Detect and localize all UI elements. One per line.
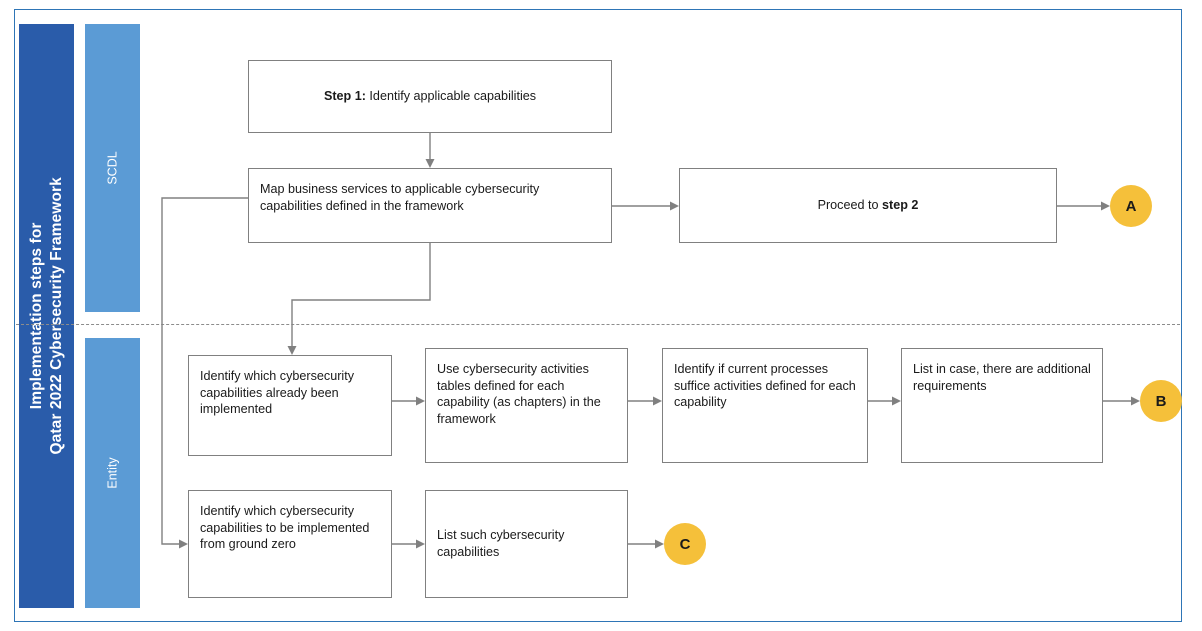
connector-circle-b[interactable]: B: [1140, 380, 1182, 422]
node-proceed-to-step-2[interactable]: Proceed to step 2: [679, 168, 1057, 243]
node-identify-ground-zero-text: Identify which cybersecurity capabilitie…: [200, 504, 370, 552]
diagram-title-line1: Implementation steps for: [27, 222, 45, 410]
node-list-additional-requirements-text: List in case, there are additional requi…: [913, 362, 1091, 393]
node-proceed-bold: step 2: [882, 198, 919, 213]
connector-circle-a[interactable]: A: [1110, 185, 1152, 227]
node-identify-implemented[interactable]: Identify which cybersecurity capabilitie…: [188, 355, 392, 456]
node-list-such-capabilities[interactable]: List such cybersecurity capabilities: [425, 490, 628, 598]
lane-bar-scdl: SCDL: [85, 24, 140, 312]
lane-divider: [16, 324, 1180, 325]
node-identify-processes-suffice-text: Identify if current processes suffice ac…: [674, 362, 856, 410]
node-identify-ground-zero[interactable]: Identify which cybersecurity capabilitie…: [188, 490, 392, 598]
node-map-business-services[interactable]: Map business services to applicable cybe…: [248, 168, 612, 243]
node-step-1-text: Step 1: Identify applicable capabilities: [324, 88, 536, 105]
connector-circle-c-label: C: [679, 535, 691, 553]
node-step-1-rest: Identify applicable capabilities: [365, 89, 537, 104]
lane-label-scdl: SCDL: [105, 151, 120, 185]
node-identify-implemented-text: Identify which cybersecurity capabilitie…: [200, 369, 354, 417]
node-use-activities-tables-text: Use cybersecurity activities tables defi…: [437, 362, 601, 426]
node-map-business-services-text: Map business services to applicable cybe…: [260, 182, 540, 213]
node-step-1-bold: Step 1:: [323, 89, 366, 104]
node-identify-processes-suffice[interactable]: Identify if current processes suffice ac…: [662, 348, 868, 463]
node-proceed-to-step-2-text: Proceed to step 2: [818, 197, 919, 214]
diagram-title-banner: Implementation steps for Qatar 2022 Cybe…: [19, 24, 74, 608]
connector-circle-b-label: B: [1155, 392, 1167, 410]
diagram-title-text: Implementation steps for Qatar 2022 Cybe…: [27, 177, 67, 454]
connector-circle-a-label: A: [1125, 197, 1137, 215]
node-list-additional-requirements[interactable]: List in case, there are additional requi…: [901, 348, 1103, 463]
node-proceed-prefix: Proceed to: [817, 198, 882, 213]
lane-label-entity: Entity: [105, 457, 120, 489]
connector-circle-c[interactable]: C: [664, 523, 706, 565]
lane-bar-entity: Entity: [85, 338, 140, 608]
diagram-title-line2: Qatar 2022 Cybersecurity Framework: [47, 177, 65, 455]
node-use-activities-tables[interactable]: Use cybersecurity activities tables defi…: [425, 348, 628, 463]
node-step-1[interactable]: Step 1: Identify applicable capabilities: [248, 60, 612, 133]
node-list-such-capabilities-text: List such cybersecurity capabilities: [437, 528, 565, 559]
